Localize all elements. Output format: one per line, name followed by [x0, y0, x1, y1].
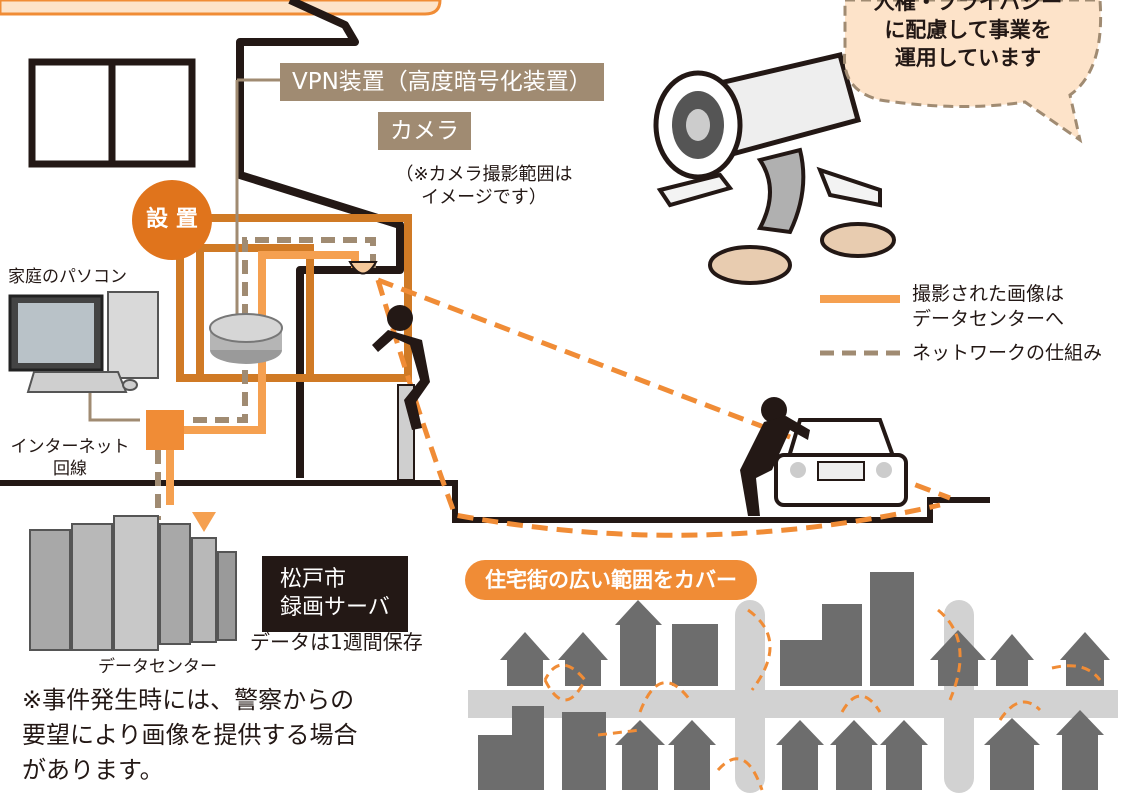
down-arrow [192, 512, 216, 532]
image-route [166, 251, 359, 505]
legend-image-line-1: 撮影された画像は [912, 283, 1065, 305]
server-line-2: 録画サーバ [280, 595, 390, 620]
police-notice: ※事件発生時には、警察からの 要望により画像を提供する場合 があります。 [22, 683, 358, 788]
notice-line-2: 要望により画像を提供する場合 [22, 721, 358, 749]
legend-image-route: 撮影された画像は データセンターへ [912, 282, 1064, 332]
legend-network: ネットワークの仕組み [912, 342, 1103, 364]
camera-note-line-1: （※カメラ撮影範囲は [395, 164, 573, 185]
retention-note: データは1週間保存 [250, 630, 423, 654]
coverage-badge: 住宅街の広い範囲をカバー [465, 560, 757, 600]
junction-box [146, 410, 184, 450]
notice-line-1: ※事件発生時には、警察からの [22, 686, 355, 714]
top-banner [0, 0, 442, 16]
vpn-label: VPN装置（高度暗号化装置） [280, 63, 604, 101]
ground-line [0, 480, 990, 523]
house-window [28, 58, 196, 168]
speech-line-3: 運用しています [894, 46, 1042, 70]
camera-label: カメラ [378, 112, 471, 150]
recording-server-box: 松戸市録画サーバ [262, 556, 408, 632]
internet-label-line-1: インターネット [10, 437, 130, 457]
legend-image-line-2: データセンターへ [912, 308, 1065, 330]
speech-line-1: 人権・プライバシー [873, 0, 1063, 14]
network-line-solid [88, 78, 280, 422]
internet-label-line-2: 回線 [53, 459, 87, 479]
car-thief-figure [740, 397, 810, 516]
datacenter-label: データセンター [98, 657, 217, 677]
server-racks [29, 515, 237, 651]
notice-line-3: があります。 [22, 756, 164, 784]
car [774, 418, 908, 507]
eave-camera [348, 261, 378, 275]
home-pc-label: 家庭のパソコン [8, 267, 127, 287]
speech-bubble-text: 人権・プライバシー に配慮して事業を 運用しています [848, 0, 1088, 72]
home-pc [8, 291, 159, 393]
camera-mascot [653, 52, 896, 285]
server-line-1: 松戸市 [280, 567, 347, 592]
vpn-router [209, 313, 283, 364]
camera-note-line-2: イメージです） [421, 187, 547, 208]
residential-map [468, 572, 1118, 793]
internet-line-label: インターネット 回線 [4, 436, 136, 480]
speech-bubble [842, 0, 1103, 144]
install-badge: 設 置 [132, 180, 212, 260]
network-lines [155, 237, 376, 520]
speech-line-2: に配慮して事業を [884, 18, 1052, 42]
intruder-figure [372, 305, 430, 430]
camera-range-note: （※カメラ撮影範囲は イメージです） [384, 163, 584, 209]
house-outline [236, 0, 404, 478]
